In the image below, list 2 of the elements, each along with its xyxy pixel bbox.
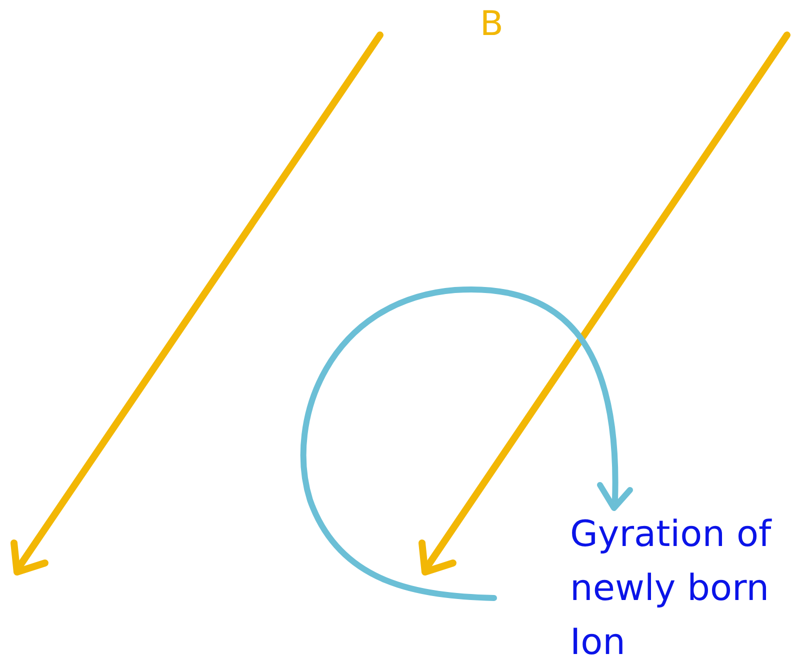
annotation-text: Gyration of newly born Ion	[570, 513, 773, 665]
field-label: B	[480, 4, 504, 44]
